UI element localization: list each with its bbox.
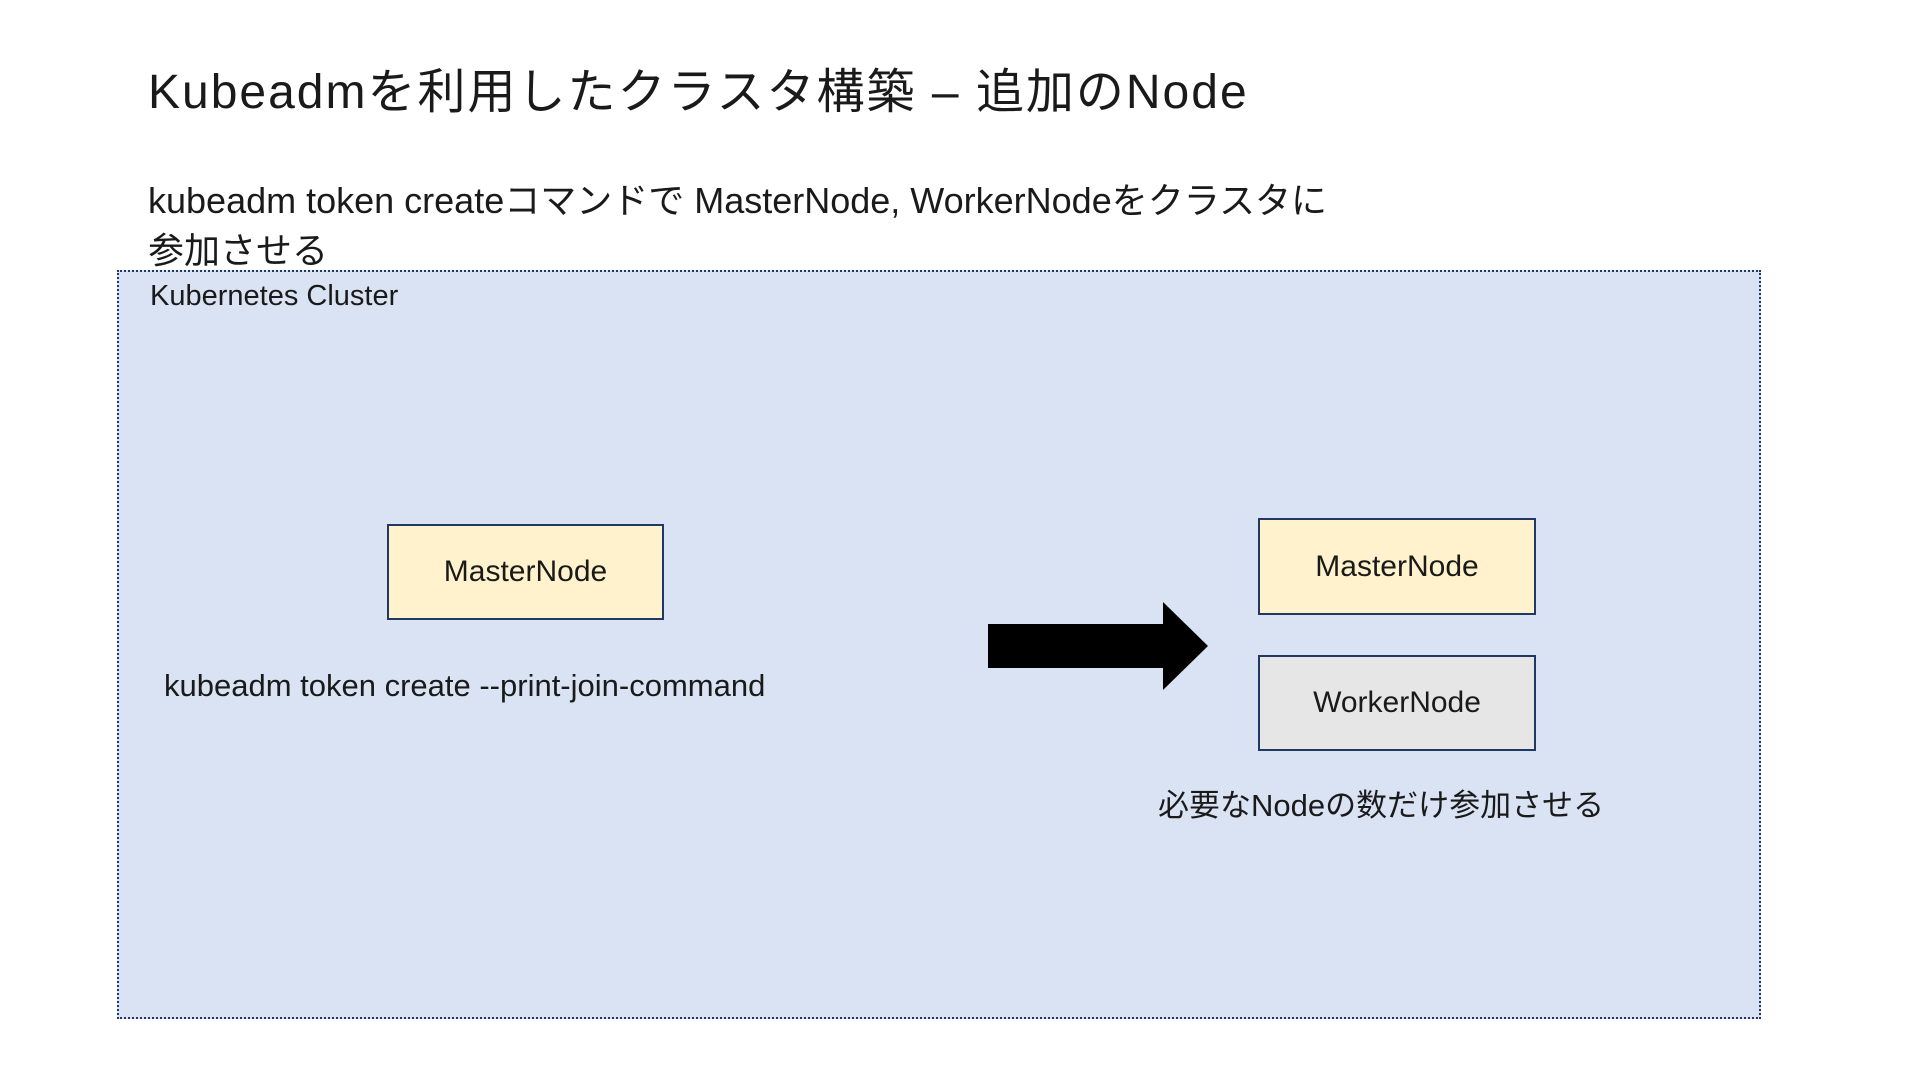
kubernetes-cluster-box: Kubernetes Cluster <box>117 270 1761 1019</box>
master-node-label-after: MasterNode <box>1315 549 1479 583</box>
page-title: Kubeadmを利用したクラスタ構築 – 追加のNode <box>148 66 1249 119</box>
subtitle-line-1: kubeadm token createコマンドで MasterNode, Wo… <box>148 180 1328 221</box>
slide-subtitle: kubeadm token createコマンドで MasterNode, Wo… <box>148 176 1327 275</box>
master-node-box-after: MasterNode <box>1258 518 1536 615</box>
worker-node-label-after: WorkerNode <box>1313 686 1481 719</box>
worker-node-box-after: WorkerNode <box>1258 655 1536 751</box>
subtitle-line-2: 参加させる <box>148 229 329 271</box>
kubernetes-cluster-label: Kubernetes Cluster <box>150 280 399 312</box>
master-node-label-before: MasterNode <box>443 555 608 588</box>
arrow-right-icon <box>988 602 1208 690</box>
join-command-text: kubeadm token create --print-join-comman… <box>164 668 766 703</box>
join-caption-text: 必要なNodeの数だけ参加させる <box>1158 788 1605 823</box>
master-node-box-before: MasterNode <box>387 524 664 620</box>
